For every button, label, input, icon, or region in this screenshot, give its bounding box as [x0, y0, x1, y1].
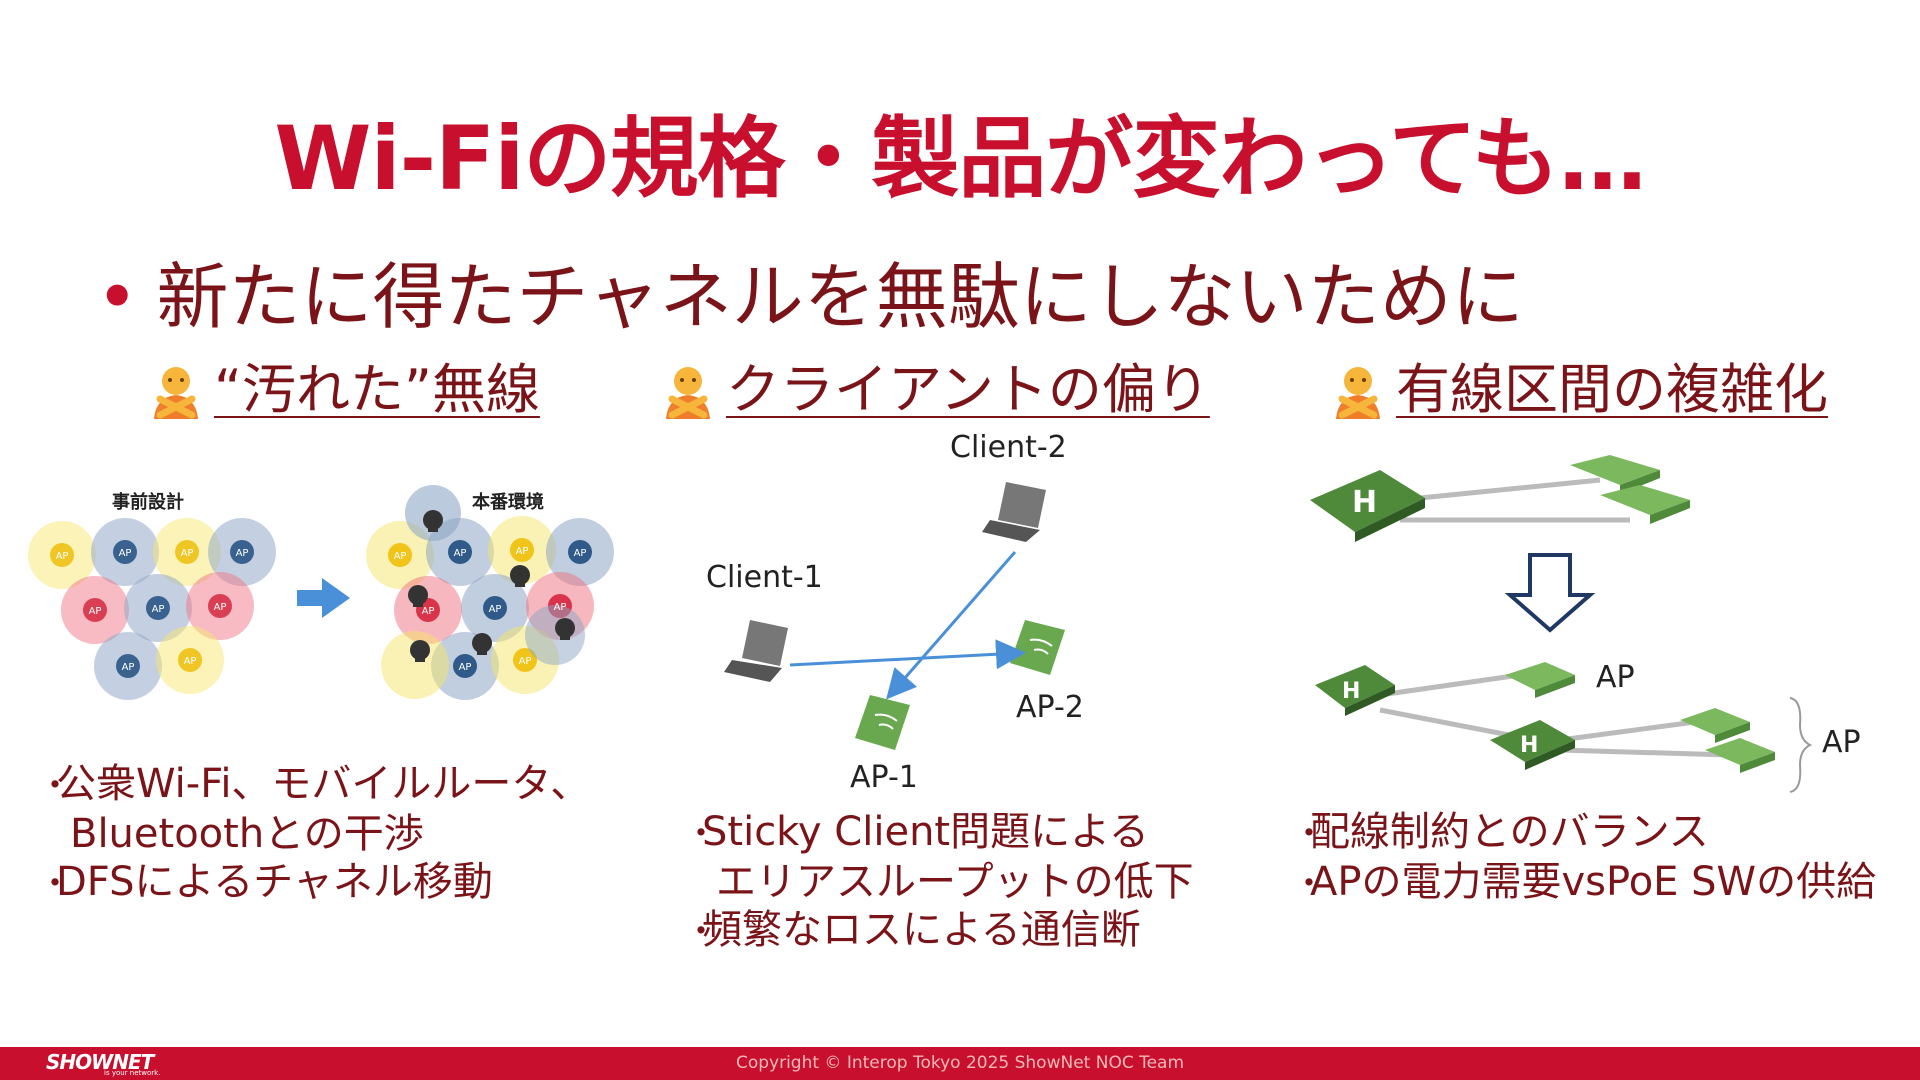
ap-circle-label: AP [152, 604, 165, 615]
slide-title: Wi-Fiの規格・製品が変わっても… [274, 107, 1646, 210]
after-label: 本番環境 [472, 492, 544, 513]
laptop-icon [982, 482, 1046, 542]
ap-1-label: AP-1 [850, 760, 918, 795]
skull-icon [408, 510, 575, 662]
ap-circle-label: AP [489, 604, 502, 615]
bullet-item: ・頻繁なロスによる通信断 [684, 907, 1141, 953]
bullet-item: ・APの電力需要vsPoE SWの供給 [1292, 859, 1877, 905]
bullet-dot: • [96, 255, 139, 339]
access-point-icon [855, 695, 910, 750]
column-heading-3-text: 有線区間の複雑化 [1396, 358, 1828, 421]
laptop-icon [724, 620, 788, 682]
ap-label-top: AP [1596, 660, 1635, 695]
bullet-item: ・DFSによるチャネル移動 [38, 859, 493, 905]
ap-circle-label: AP [89, 606, 102, 617]
ap-circle-label: AP [422, 606, 435, 617]
ap-circle-label: AP [56, 551, 69, 562]
before-coverage [28, 518, 276, 700]
network-switch-icon: H [1315, 665, 1395, 716]
after-coverage [366, 485, 614, 700]
access-point-icon [1010, 620, 1065, 675]
column-heading-2: クライアントの偏り [660, 345, 1210, 424]
network-switch-icon: H [1310, 470, 1425, 542]
bullet-item: ・配線制約とのバランス [1292, 809, 1709, 855]
svg-text:H: H [1520, 733, 1538, 758]
bullet-item: ・Sticky Client問題による [684, 809, 1149, 855]
arrow-right-icon [297, 578, 350, 618]
access-point-icon [1505, 662, 1575, 698]
bullet-text: Sticky Client問題による [702, 809, 1149, 855]
svg-text:H: H [1352, 485, 1377, 520]
bullet-item-continued: Bluetoothとの干渉 [70, 811, 424, 857]
bullet-text: 配線制約とのバランス [1310, 809, 1709, 855]
column-3-bullets: ・配線制約とのバランス ・APの電力需要vsPoE SWの供給 [1292, 808, 1876, 908]
bullet-item: ・公衆Wi-Fi、モバイルルータ、 [38, 761, 591, 807]
no-gesture-person-icon [154, 367, 198, 420]
client-2-label: Client-2 [950, 430, 1067, 465]
wired-topology-diagram: H H H [1310, 455, 1813, 793]
ap-2-label: AP-2 [1016, 690, 1084, 725]
client-1-label: Client-1 [706, 560, 823, 595]
column-1-bullets: ・公衆Wi-Fi、モバイルルータ、 Bluetoothとの干渉 ・DFSによるチ… [38, 760, 590, 908]
ap-circle-label: AP [214, 602, 227, 613]
bullet-text: APの電力需要vsPoE SWの供給 [1310, 859, 1877, 905]
ap-circle-label: AP [122, 662, 135, 673]
no-gesture-person-icon [1336, 367, 1380, 420]
column-2-bullets: ・Sticky Client問題による エリアスループットの低下 ・頻繁なロスに… [684, 808, 1194, 956]
client-roaming-diagram [724, 482, 1065, 750]
ap-circle-label: AP [119, 548, 132, 559]
ap-circle-label: AP [184, 656, 197, 667]
network-switch-icon: H [1490, 720, 1575, 770]
shownet-logo: SHOWNET [46, 1050, 154, 1074]
ap-circle-label: AP [554, 602, 567, 613]
ap-circle-label: AP [574, 548, 587, 559]
main-bullet: •新たに得たチャネルを無駄にしないために [96, 238, 1524, 343]
access-point-icon [1680, 708, 1775, 773]
arrow-down-icon [1504, 553, 1596, 633]
ap-circle-label: AP [459, 662, 472, 673]
ap-circle-label: AP [454, 548, 467, 559]
main-bullet-text: 新たに得たチャネルを無駄にしないために [156, 255, 1524, 339]
shownet-logo-tagline: is your network. [104, 1069, 161, 1077]
column-heading-2-text: クライアントの偏り [726, 358, 1210, 421]
access-point-icon [1570, 455, 1690, 524]
no-gesture-person-icon [666, 367, 710, 420]
column-heading-1-text: “汚れた”無線 [214, 358, 540, 421]
before-label: 事前設計 [112, 492, 184, 513]
column-heading-1: “汚れた”無線 [148, 345, 540, 424]
ap-circle-label: AP [394, 551, 407, 562]
ap-circle-label: AP [236, 548, 249, 559]
bullet-text: 頻繁なロスによる通信断 [702, 907, 1141, 953]
ap-circle-label: AP [516, 546, 529, 557]
coverage-diagram: AP AP AP AP AP AP AP AP AP AP AP AP AP AP AP AP AP AP [28, 485, 614, 700]
column-heading-3: 有線区間の複雑化 [1330, 345, 1828, 424]
bullet-item-continued: エリアスループットの低下 [716, 859, 1194, 905]
bullet-text: 公衆Wi-Fi、モバイルルータ、 [56, 761, 591, 807]
ap-circle-label: AP [181, 548, 194, 559]
footer-bar: SHOWNET is your network. Copyright © Int… [0, 1047, 1920, 1080]
ap-label-right: AP [1822, 725, 1861, 760]
ap-circle-label: AP [519, 656, 532, 667]
bullet-text: DFSによるチャネル移動 [56, 859, 493, 905]
copyright-text: Copyright © Interop Tokyo 2025 ShowNet N… [735, 1053, 1185, 1073]
svg-text:H: H [1342, 679, 1360, 704]
